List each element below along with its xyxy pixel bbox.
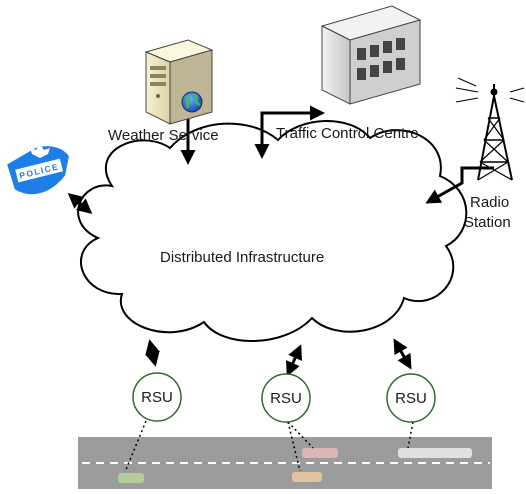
server-icon bbox=[144, 39, 214, 125]
radio-station-label-line1: Radio bbox=[470, 194, 510, 211]
distributed-infrastructure-cloud bbox=[77, 120, 468, 342]
rsu-label: RSU bbox=[141, 389, 173, 406]
traffic-control-centre-label: Traffic Control Centre bbox=[276, 125, 419, 142]
vehicle-icon bbox=[302, 448, 338, 458]
rsu-label: RSU bbox=[395, 390, 427, 407]
globe-icon bbox=[181, 91, 203, 113]
vehicle-icon bbox=[398, 448, 472, 458]
office-building-icon bbox=[320, 5, 422, 105]
road bbox=[78, 437, 492, 489]
rsu-node: RSU bbox=[386, 373, 436, 423]
rsu-node: RSU bbox=[261, 373, 311, 423]
radio-tower-icon bbox=[455, 77, 525, 181]
radio-station-label-line2: Station bbox=[464, 214, 511, 231]
distributed-infrastructure-label: Distributed Infrastructure bbox=[160, 249, 325, 266]
wireless-links bbox=[124, 420, 414, 473]
weather-service-label: Weather Service bbox=[108, 127, 219, 144]
connection-arrows bbox=[67, 193, 412, 377]
rsu-node: RSU bbox=[132, 372, 182, 422]
vehicle-icon bbox=[292, 472, 322, 482]
radio-station-connector bbox=[425, 166, 494, 204]
rsu-label: RSU bbox=[270, 390, 302, 407]
police-badge-icon: POLICE bbox=[4, 144, 72, 197]
traffic-control-connector bbox=[254, 105, 325, 159]
vehicle-icon bbox=[118, 473, 144, 483]
